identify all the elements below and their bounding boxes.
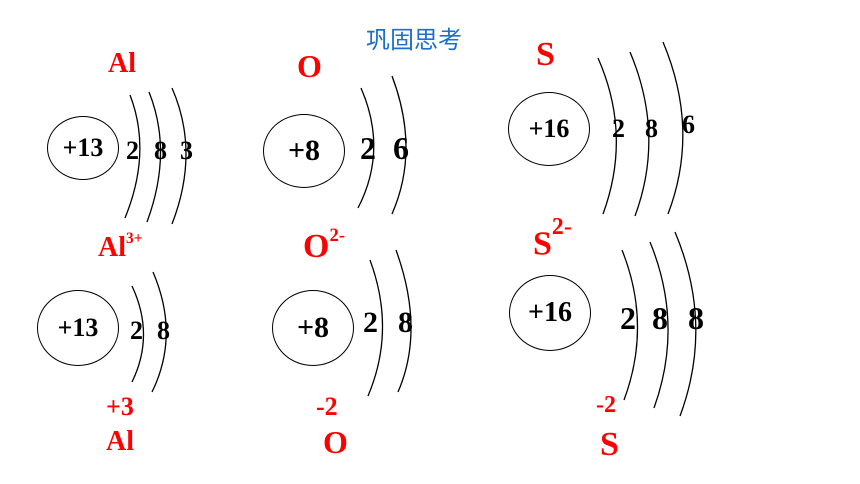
nucleus-o: +8 [263,114,345,188]
ion-element: Al [98,232,126,263]
shell-arc [674,231,697,417]
shell-arc [151,271,167,393]
shell-arc [395,249,412,393]
ion-symbol-s: S2- [533,214,572,263]
page-title: 巩固思考 [366,26,462,54]
shell-arc [597,57,617,215]
electron-count: 2 [612,114,625,143]
shell-arc [131,285,145,383]
ion-charge: 3+ [126,229,143,247]
electron-count: 2 [620,300,636,336]
ion-charge: 2- [329,224,346,246]
shell-arc [649,241,669,409]
shell-arc [146,91,162,223]
electron-count: 8 [157,316,170,345]
nucleus-charge: +16 [528,114,570,143]
nucleus-charge: +13 [62,133,104,162]
nucleus-al-ion: +13 [37,290,119,366]
atom-symbol-al: Al [108,48,136,79]
nucleus-al: +13 [47,116,119,180]
element-label: O [323,424,348,460]
shell-arc [171,87,187,225]
nucleus-charge: +8 [287,134,321,167]
electron-count: 8 [154,136,167,165]
nucleus-charge: +8 [296,311,330,344]
ion-symbol-o: O2- [303,224,346,266]
electron-count: 8 [652,300,668,336]
element-label: S [600,426,619,463]
shell-arc [367,259,384,397]
nucleus-charge: +13 [57,313,99,342]
shell-arc [124,94,141,219]
shell-arc [662,41,684,215]
ion-charge: 2- [551,213,572,240]
shell-arc [621,249,639,401]
electron-count: 3 [180,136,193,165]
electron-count: 6 [393,130,409,166]
ion-element: O [303,228,330,265]
nucleus-s-ion: +16 [509,275,591,351]
shell-arc [391,75,407,215]
element-label: Al [106,426,134,457]
shell-arc [629,51,650,217]
ion-element: S [533,225,552,263]
valence-label: +3 [106,392,134,421]
valence-label: -2 [316,392,338,421]
electron-count: 2 [360,130,376,166]
electron-count: 2 [363,306,378,339]
electron-count: 8 [688,300,704,336]
atom-symbol-s: S [536,36,555,73]
atom-symbol-o: O [297,48,322,84]
nucleus-o-ion: +8 [272,290,354,366]
electron-count: 8 [645,114,658,143]
electron-count: 2 [130,316,143,345]
electron-count: 2 [126,136,139,165]
nucleus-charge: +16 [528,297,572,328]
ion-symbol-al: Al3+ [98,229,143,264]
electron-count: 6 [682,110,695,139]
nucleus-s: +16 [508,92,590,166]
electron-count: 8 [398,306,413,339]
shell-arc [357,87,375,209]
valence-label: -2 [596,392,616,418]
